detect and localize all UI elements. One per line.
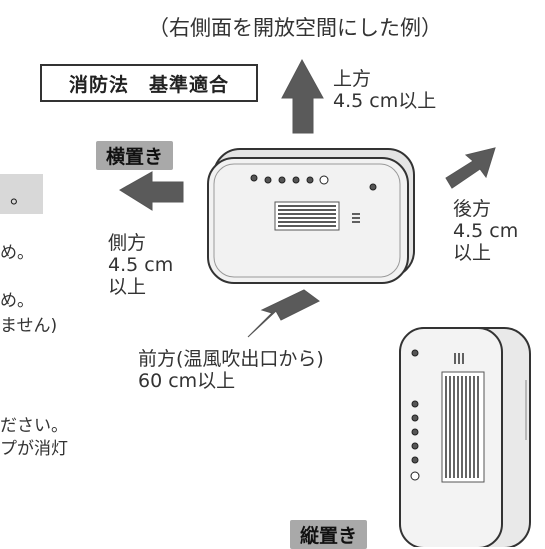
cropped-text-line: ません) — [0, 316, 58, 336]
vertical-placement-tag: 縦置き — [290, 520, 368, 549]
fire-law-compliance-box: 消防法 基準適合 — [40, 64, 258, 102]
front-arrow-icon — [247, 289, 320, 338]
cropped-text-line: め。 — [0, 291, 34, 311]
vertical-heater-illustration — [399, 327, 531, 547]
front-clearance-label: 前方(温風吹出口から) 60 cm以上 — [138, 348, 324, 392]
cropped-text-line: ださい。 — [0, 416, 68, 436]
side-clearance-label: 側方 4.5 cm 以上 — [108, 232, 174, 298]
up-arrow-icon — [281, 58, 324, 134]
cropped-note-panel: 。 — [0, 174, 43, 214]
horizontal-heater-illustration — [207, 148, 415, 284]
back-arrow-icon — [445, 147, 496, 189]
cropped-text-line: め。 — [0, 243, 34, 263]
figure-caption: （右側面を開放空間にした例） — [148, 16, 442, 40]
cropped-note-text: 。 — [10, 184, 30, 208]
fire-law-compliance-label: 消防法 基準適合 — [68, 73, 229, 96]
top-clearance-label: 上方 4.5 cm以上 — [333, 68, 437, 112]
horizontal-placement-tag: 横置き — [96, 141, 174, 170]
back-clearance-label: 後方 4.5 cm 以上 — [453, 198, 519, 264]
cropped-text-line: プが消灯 — [0, 439, 68, 459]
left-arrow-icon — [119, 171, 184, 211]
